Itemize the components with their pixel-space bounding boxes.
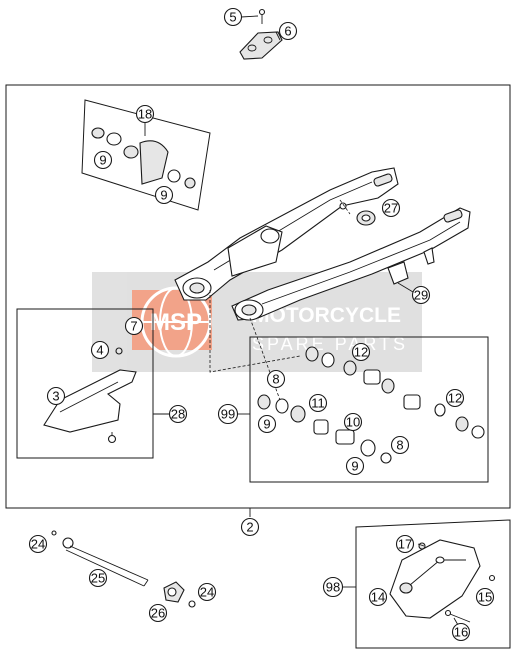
callout-15[interactable]: 15 <box>475 587 495 607</box>
part-6-bracket <box>239 8 283 60</box>
callout-9-top-left[interactable]: 9 <box>93 150 113 170</box>
callout-18[interactable]: 18 <box>135 104 155 124</box>
callout-4-label: 4 <box>96 343 103 358</box>
callout-2-label: 2 <box>246 520 253 535</box>
callout-3-label: 3 <box>52 389 59 404</box>
callout-98-label: 98 <box>326 580 340 595</box>
callout-99-label: 99 <box>221 407 235 422</box>
callout-6[interactable]: 6 <box>278 21 298 41</box>
callout-10[interactable]: 10 <box>343 412 363 432</box>
callout-14[interactable]: 14 <box>368 587 388 607</box>
bearing-kit-frame <box>81 99 211 211</box>
callout-8-label: 8 <box>272 372 279 387</box>
callout-25-label: 25 <box>91 571 105 586</box>
callout-6-label: 6 <box>284 24 291 39</box>
callout-24-label: 24 <box>200 585 214 600</box>
callout-2[interactable]: 2 <box>240 517 260 537</box>
callout-98[interactable]: 98 <box>322 576 344 598</box>
callout-9-label: 9 <box>99 153 106 168</box>
axle-parts <box>51 530 196 608</box>
callout-27[interactable]: 27 <box>381 198 401 218</box>
callout-8-label: 8 <box>396 438 403 453</box>
callout-10-label: 10 <box>346 415 360 430</box>
callout-29[interactable]: 29 <box>411 285 431 305</box>
chain-guide-frame <box>16 308 154 459</box>
callout-9-lower[interactable]: 9 <box>345 456 365 476</box>
callout-24-right[interactable]: 24 <box>197 582 217 602</box>
callout-28[interactable]: 28 <box>168 404 188 424</box>
callout-3[interactable]: 3 <box>46 386 66 406</box>
callout-18-label: 18 <box>138 107 152 122</box>
callout-14-label: 14 <box>371 590 385 605</box>
callout-5[interactable]: 5 <box>223 7 243 27</box>
msp-logo-text: MSP <box>150 309 202 336</box>
main-frame <box>5 84 511 509</box>
brand-line-1: MOTORCYCLE <box>252 304 401 327</box>
callout-17[interactable]: 17 <box>395 534 415 554</box>
bushing-set-frame <box>249 336 489 483</box>
callout-11-label: 11 <box>311 396 325 411</box>
swingarm <box>174 167 471 321</box>
callout-99[interactable]: 99 <box>217 403 239 425</box>
callout-12-label: 12 <box>448 391 462 406</box>
callout-12-lower[interactable]: 12 <box>445 388 465 408</box>
callout-27-label: 27 <box>384 201 398 216</box>
callout-9-label: 9 <box>351 459 358 474</box>
callout-8-lower[interactable]: 8 <box>390 435 410 455</box>
callout-5-label: 5 <box>229 10 236 25</box>
callout-17-label: 17 <box>398 537 412 552</box>
callout-12-label: 12 <box>354 345 368 360</box>
callout-24-left[interactable]: 24 <box>28 534 48 554</box>
callout-26[interactable]: 26 <box>148 603 168 623</box>
callout-7[interactable]: 7 <box>124 316 144 336</box>
callout-15-label: 15 <box>478 590 492 605</box>
callout-8-upper[interactable]: 8 <box>266 369 286 389</box>
chain-guide-parts <box>43 347 137 444</box>
callout-7-label: 7 <box>130 319 137 334</box>
callout-28-label: 28 <box>171 407 185 422</box>
callout-16-label: 16 <box>454 625 468 640</box>
callout-9-top-right[interactable]: 9 <box>154 185 174 205</box>
protector-frame <box>355 519 511 649</box>
callout-12-upper[interactable]: 12 <box>351 342 371 362</box>
callout-29-label: 29 <box>414 288 428 303</box>
protector-parts <box>389 539 496 623</box>
callout-16[interactable]: 16 <box>451 622 471 642</box>
callout-9-middle[interactable]: 9 <box>257 414 277 434</box>
callout-4[interactable]: 4 <box>90 340 110 360</box>
callout-11[interactable]: 11 <box>308 393 328 413</box>
callout-26-label: 26 <box>151 606 165 621</box>
callout-9-label: 9 <box>263 417 270 432</box>
bearing-kit-parts <box>91 127 196 189</box>
callout-9-label: 9 <box>160 188 167 203</box>
callout-24-label: 24 <box>31 537 45 552</box>
bushing-set-parts <box>257 346 485 464</box>
callout-25[interactable]: 25 <box>88 568 108 588</box>
